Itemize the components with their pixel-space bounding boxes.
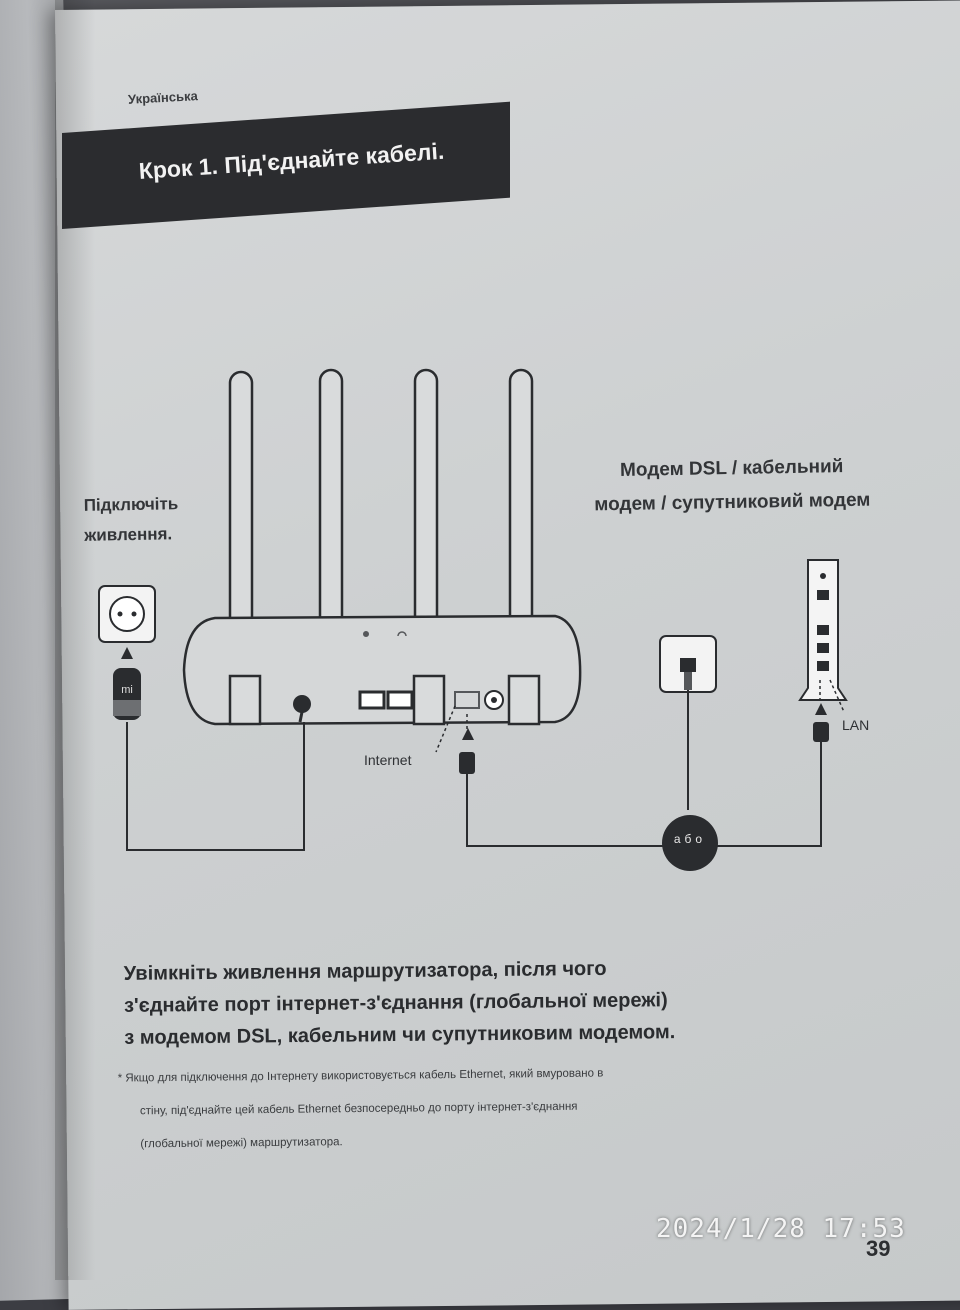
footnote: * Якщо для підключення до Інтернету вико… xyxy=(117,1067,604,1151)
arrow-up-icon xyxy=(462,728,474,740)
modem-label: Модем DSL / кабельний модем / супутников… xyxy=(594,456,871,516)
page-number: 39 xyxy=(866,1236,891,1261)
power-instruction-label: Підключіть живлення. xyxy=(83,494,179,545)
status-led xyxy=(363,631,369,637)
or-bubble xyxy=(662,815,718,871)
lan-cable-plug xyxy=(813,722,829,742)
router-body xyxy=(182,614,582,726)
antenna-base-3 xyxy=(412,674,446,726)
connection-diagram: mi xyxy=(98,368,848,871)
internet-port-label: Internet xyxy=(364,752,412,768)
main-instruction: Увімкніть живлення маршрутизатора, після… xyxy=(123,957,676,1049)
arrow-up-icon xyxy=(815,703,827,715)
lan-port-2 xyxy=(386,690,414,710)
power-cable xyxy=(126,722,305,851)
lan-port-label: LAN xyxy=(842,717,870,733)
antenna-base-1 xyxy=(228,674,262,726)
arrow-up-icon xyxy=(121,647,133,659)
power-port xyxy=(293,695,311,713)
wan-port xyxy=(454,691,480,709)
photo-timestamp: 2024/1/28 17:53 xyxy=(656,1214,906,1244)
lan-port-1 xyxy=(358,690,386,710)
or-label: або xyxy=(673,832,707,846)
reset-icon xyxy=(397,631,407,637)
lan-cable xyxy=(708,742,822,847)
antenna-base-4 xyxy=(507,674,541,726)
adapter-logo: mi xyxy=(121,684,133,696)
internet-cable-plug xyxy=(459,752,475,774)
internet-cable xyxy=(466,774,668,847)
